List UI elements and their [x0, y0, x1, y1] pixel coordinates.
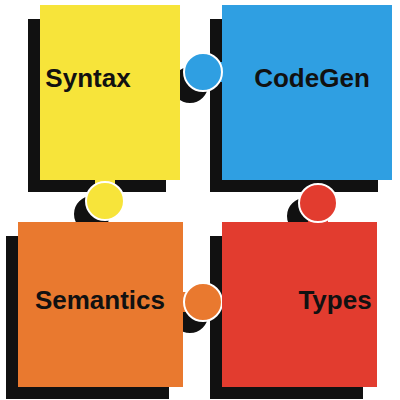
blue-knob — [184, 53, 222, 91]
yellow-knob — [86, 182, 124, 220]
piece-shadow — [5, 18, 379, 400]
piece-label: Syntax — [45, 64, 130, 93]
orange-piece — [18, 222, 183, 387]
blue-piece — [222, 5, 392, 180]
piece-label: Types — [298, 286, 371, 315]
piece-label: Semantics — [35, 286, 165, 315]
puzzle-piece: Semantics — [18, 222, 183, 387]
yellow-piece — [40, 5, 180, 180]
puzzle-piece: Types — [240, 222, 377, 387]
piece-label: CodeGen — [254, 64, 370, 93]
red-knob — [299, 184, 337, 222]
puzzle-piece: CodeGen — [222, 5, 392, 180]
puzzle-piece: Syntax — [40, 5, 180, 180]
puzzle-pieces — [18, 5, 392, 387]
red-piece — [222, 222, 377, 387]
orange-knob — [184, 283, 222, 321]
